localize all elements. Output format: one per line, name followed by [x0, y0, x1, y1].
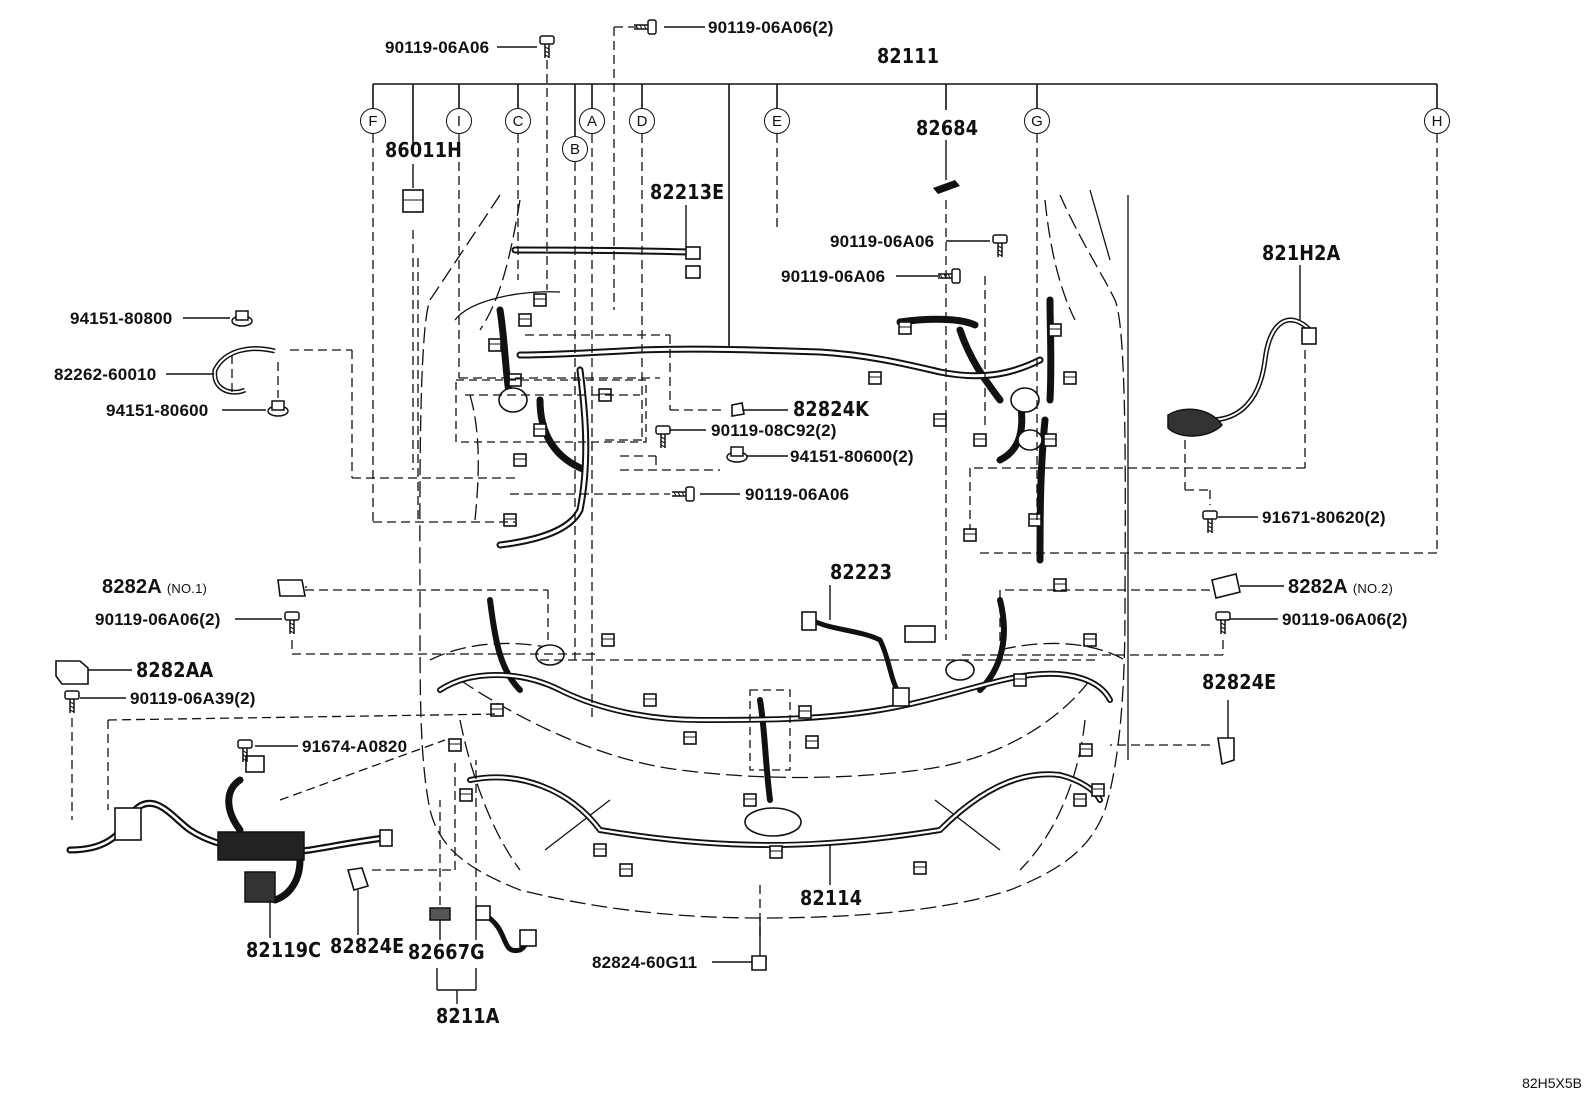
- part-label-94151-80600-2: 94151-80600(2): [790, 447, 914, 466]
- part-label-90119-06a06-top: 90119-06A06: [385, 38, 490, 57]
- part-label-82223: 82223: [830, 560, 893, 584]
- part-label-91671-80620-2: 91671-80620(2): [1262, 508, 1386, 527]
- part-label-821h2a: 821H2A: [1262, 241, 1341, 265]
- part-label-8211a: 8211A: [436, 1004, 500, 1028]
- part-label-8282a-no2-sub: (NO.2): [1352, 581, 1394, 596]
- part-label-90119-06a39-2: 90119-06A39(2): [130, 689, 256, 708]
- part-label-82111: 82111: [877, 44, 940, 68]
- part-label-86011h: 86011H: [385, 138, 463, 162]
- callout-c: C: [505, 108, 531, 134]
- part-label-82667g: 82667G: [408, 940, 485, 964]
- callout-i: I: [446, 108, 472, 134]
- part-label-82213e: 82213E: [650, 180, 725, 204]
- part-label-90119-06a06-r2: 90119-06A06: [781, 267, 886, 286]
- part-label-82824e-right: 82824E: [1202, 670, 1277, 694]
- part-label-8282a-no1-sub: (NO.1): [166, 581, 208, 596]
- callout-e: E: [764, 108, 790, 134]
- part-label-82824k: 82824K: [793, 397, 869, 421]
- part-label-82119c: 82119C: [246, 938, 322, 962]
- part-label-90119-06a06-r1: 90119-06A06: [830, 232, 935, 251]
- part-label-8282a-no1-code: 8282A: [102, 576, 162, 598]
- part-label-90119-06a06-2-right: 90119-06A06(2): [1282, 610, 1408, 629]
- callout-f: F: [360, 108, 386, 134]
- callout-h: H: [1424, 108, 1450, 134]
- callout-a: A: [579, 108, 605, 134]
- part-label-82114: 82114: [800, 886, 863, 910]
- part-label-82262-60010: 82262-60010: [54, 365, 157, 384]
- callout-d: D: [629, 108, 655, 134]
- part-label-90119-06a06-2-left: 90119-06A06(2): [95, 610, 221, 629]
- part-label-8282a-no2-code: 8282A: [1288, 576, 1348, 598]
- part-label-82824-60g11: 82824-60G11: [592, 953, 698, 972]
- figure-code: 82H5X5B: [1522, 1075, 1582, 1091]
- part-label-8282a-no2: 8282A (NO.2): [1288, 577, 1393, 597]
- part-label-82684: 82684: [916, 116, 979, 140]
- part-label-94151-80800: 94151-80800: [70, 309, 173, 328]
- part-label-82824e-left: 82824E: [330, 934, 405, 958]
- part-label-94151-80600: 94151-80600: [106, 401, 209, 420]
- part-label-8282a-no1: 8282A (NO.1): [102, 577, 207, 597]
- part-label-91674-a0820: 91674-A0820: [302, 737, 408, 756]
- part-label-90119-06a06-2-top: 90119-06A06(2): [708, 18, 834, 37]
- part-label-8282aa: 8282AA: [136, 658, 214, 682]
- part-label-90119-08c92-2: 90119-08C92(2): [711, 421, 837, 440]
- part-label-90119-06a06-mid: 90119-06A06: [745, 485, 850, 504]
- callout-g: G: [1024, 108, 1050, 134]
- callout-b: B: [562, 136, 588, 162]
